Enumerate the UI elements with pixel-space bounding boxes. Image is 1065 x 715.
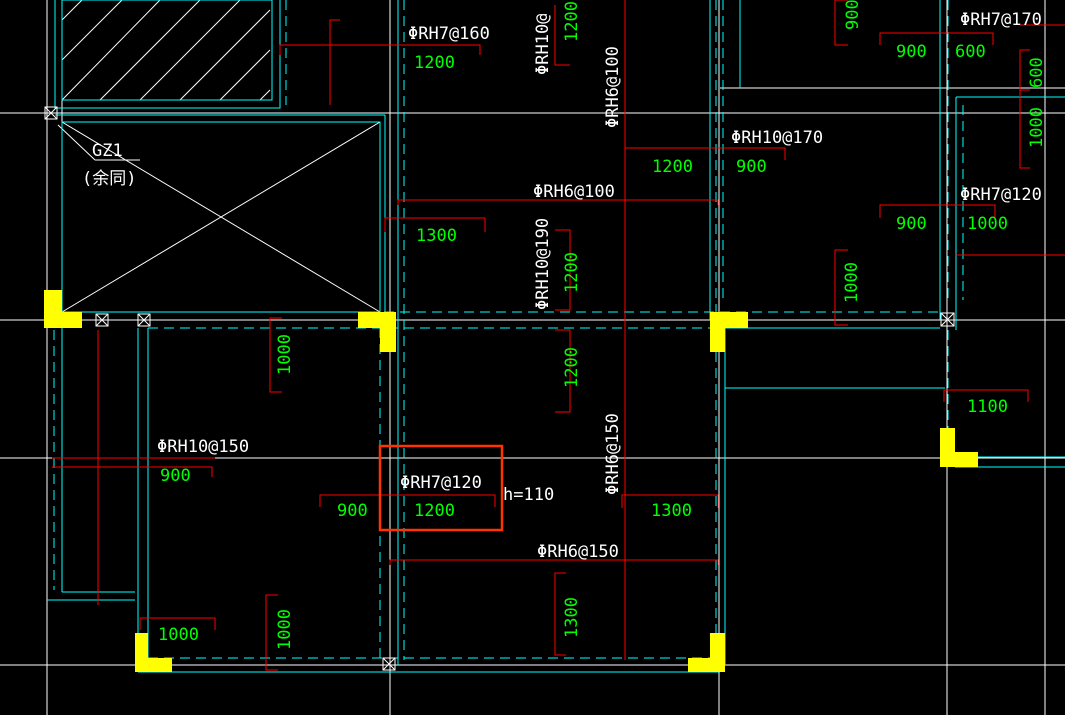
column-3 (710, 312, 748, 352)
void-opening (57, 121, 381, 313)
rebar-lines (52, 0, 1065, 671)
len-center-1200: 1200 (414, 501, 455, 521)
column-6 (688, 633, 725, 672)
len-top-1200: 1200 (414, 53, 455, 73)
len-right-1000-vertical: 1000 (842, 262, 862, 303)
len-top-vertical-1200: 1200 (562, 1, 582, 42)
len-right-mid-1000: 1000 (967, 214, 1008, 234)
len-bottom-1000: 1000 (158, 625, 199, 645)
len-lower-1300: 1300 (651, 501, 692, 521)
len-bottom-1000-v: 1000 (275, 609, 295, 650)
column-markers (44, 106, 955, 671)
marker-3 (137, 313, 151, 327)
len-right-900: 900 (736, 157, 767, 177)
column-note: (余同) (82, 169, 136, 189)
len-right-1000-v: 1000 (1027, 107, 1047, 148)
column-2 (358, 312, 396, 352)
walls-dashed (53, 0, 964, 660)
len-top-right-600: 600 (955, 42, 986, 62)
walls (47, 0, 1065, 673)
len-mid-1300: 1300 (416, 226, 457, 246)
spec-bottom-rh6-150: ΦRH6@150 (537, 542, 619, 562)
column-5 (135, 633, 172, 672)
spec-right-rh10-170: ΦRH10@170 (731, 128, 823, 148)
len-right-mid-900: 900 (896, 214, 927, 234)
hatched-shaft (61, 0, 271, 101)
thickness-note: h=110 (503, 485, 554, 505)
marker-1 (44, 106, 58, 120)
len-left-1000-v: 1000 (275, 334, 295, 375)
spec-top-rh7-160: ΦRH7@160 (408, 24, 490, 44)
columns (44, 290, 978, 672)
column-4 (940, 428, 978, 467)
marker-2 (95, 313, 109, 327)
spec-mid-rh6-100: ΦRH6@100 (533, 182, 615, 202)
len-bottom-1300-v: 1300 (562, 597, 582, 638)
highlight-box (378, 444, 504, 532)
marker-4 (940, 312, 955, 327)
spec-mid-rh10-190: ΦRH10@190 (533, 218, 553, 310)
len-right-1100: 1100 (967, 397, 1008, 417)
spec-corner-rh7-170: ΦRH7@170 (960, 10, 1042, 30)
len-center-900: 900 (337, 501, 368, 521)
spec-center-rh7-120: ΦRH7@120 (400, 473, 482, 493)
spec-right-rh7-120: ΦRH7@120 (960, 185, 1042, 205)
column-label: GZ1 (92, 141, 123, 161)
len-mid-1200-v: 1200 (562, 252, 582, 293)
spec-top-rh10: ΦRH10@ (533, 14, 553, 75)
len-top-right-600-v: 600 (1027, 57, 1047, 88)
len-top-right-900-v: 900 (843, 0, 863, 30)
len-top-right-900: 900 (896, 42, 927, 62)
len-right-1200: 1200 (652, 157, 693, 177)
len-left-900: 900 (160, 466, 191, 486)
column-1 (44, 290, 82, 328)
spec-left-rh10-150: ΦRH10@150 (157, 437, 249, 457)
spec-vertical-rh6-100: ΦRH6@100 (603, 46, 623, 128)
marker-5 (382, 657, 396, 671)
len-center-1200-v: 1200 (562, 347, 582, 388)
spec-lower-rh6-150: ΦRH6@150 (603, 413, 623, 495)
